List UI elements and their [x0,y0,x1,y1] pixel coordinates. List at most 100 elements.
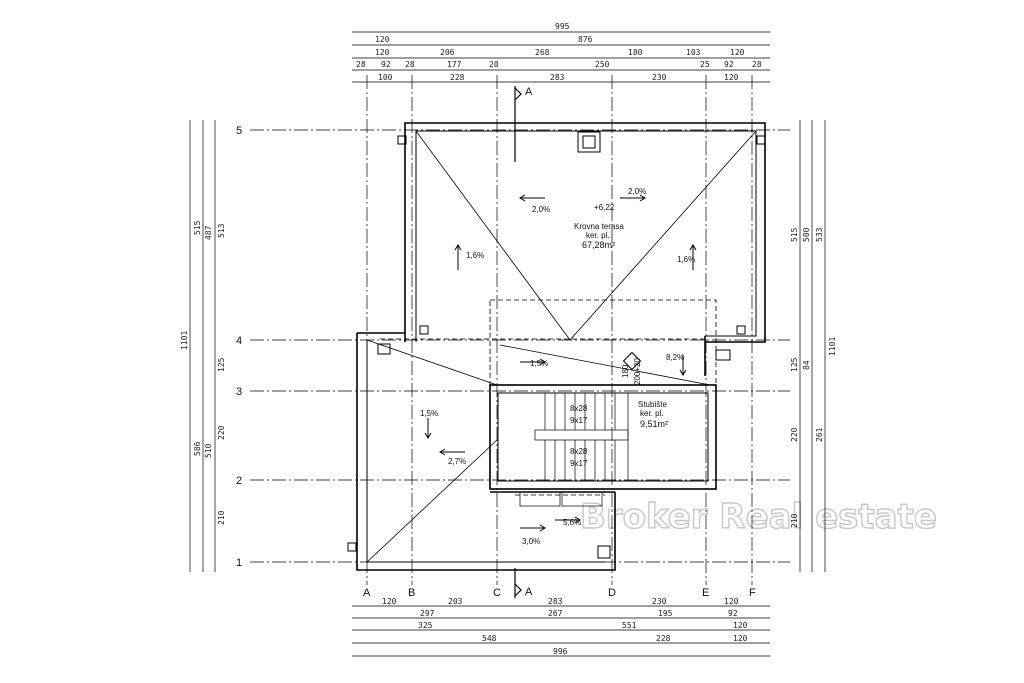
dim-text: 177 [447,60,462,69]
level-mark: +6,22 [594,203,615,212]
dim-text: 515 [193,220,202,235]
dim-text: 325 [418,621,433,630]
slope-label: 2,7% [448,457,466,466]
slope-arrows [424,194,697,532]
dim-text: 268 [535,48,550,57]
dim-text: 120 [733,634,748,643]
dim-text: 230 [652,73,667,82]
dim-text: 297 [420,609,435,618]
dim-text: 261 [815,427,824,442]
dim-text: 283 [550,73,565,82]
stair-label: 8x28 [570,447,588,456]
grid-col-label: D [608,587,616,599]
bottom-dimensions: 120 203 283 230 120 297 267 195 92 325 5… [382,597,748,656]
dim-text: 220 [217,425,226,440]
stair-label: 9x17 [570,459,588,468]
dim-text: 267 [548,609,563,618]
misc-label: 180 [621,364,630,378]
dim-text: 220 [790,427,799,442]
right-dimensions: 515 500 533 125 84 1101 220 261 210 [790,227,837,528]
stair-label: 8x28 [570,404,588,413]
slope-label: 8,2% [666,353,684,362]
room-floor: ker. pl. [586,231,610,240]
dim-text: 195 [658,609,673,618]
room-roof-terrace: +6,22 Krovna terasa ker. pl. 67,28m² [574,203,624,250]
dim-text: 120 [730,48,745,57]
dim-text: 510 [204,443,213,458]
room-floor: ker. pl. [640,409,664,418]
room-area: 9,51m² [640,419,668,429]
dim-text: 210 [217,510,226,525]
dim-text: 996 [553,647,568,656]
dim-text: 500 [802,227,811,242]
dim-text: 876 [578,35,593,44]
slope-label: 1,5% [530,359,548,368]
roof-hip-lines [366,130,757,563]
dim-text: 283 [548,597,563,606]
dim-text: 92 [724,60,734,69]
dim-text: 125 [217,357,226,372]
dim-text: 28 [752,60,762,69]
dim-text: 180 [628,48,643,57]
grid-row-label: 4 [236,335,242,347]
dim-text: 203 [448,597,463,606]
left-dimensions: 1101 515 487 513 125 586 510 220 210 [180,220,226,525]
dim-text: 92 [381,60,391,69]
stair-label: 9x17 [570,416,588,425]
dim-text: 586 [193,441,202,456]
grid-axes [250,75,790,585]
slope-label: 1,5% [420,409,438,418]
room-stairwell: Stubište ker. pl. 9,51m² [638,400,668,429]
slope-label: 5,6% [563,518,581,527]
top-dimensions: 995 120 876 120 206 268 180 103 120 28 9… [356,22,762,82]
grid-col-label: E [702,587,709,599]
grid-row-labels: 5 4 3 2 1 [236,125,242,569]
section-line [514,86,522,598]
dim-text: 120 [375,35,390,44]
dim-text: 513 [217,223,226,238]
dim-text: 230 [652,597,667,606]
room-name: Krovna terasa [574,222,624,231]
slope-label: 1,6% [677,255,695,264]
dim-text: 120 [733,621,748,630]
drain-details [347,131,766,559]
stair-labels: 8x28 9x17 8x28 9x17 [570,404,588,468]
dim-text: 206 [440,48,455,57]
grid-col-label: C [493,587,501,599]
dim-text: 1101 [828,337,837,356]
section-mark-bottom: A [525,586,533,598]
dim-text: 25 [700,60,710,69]
grid-col-label: F [749,587,756,599]
dim-text: 515 [790,227,799,242]
grid-col-label: B [408,587,415,599]
section-mark-top: A [525,86,533,98]
grid-row-label: 3 [236,386,242,398]
grid-row-label: 5 [236,125,242,137]
dim-text: 92 [728,609,738,618]
dim-text: 120 [724,73,739,82]
slope-label: 3,0% [522,537,540,546]
dim-text: 28 [356,60,366,69]
slope-label: 1,6% [466,251,484,260]
dim-text: 100 [378,73,393,82]
grid-row-label: 1 [236,557,242,569]
misc-label: 200+20 [633,358,642,385]
dim-text: 120 [724,597,739,606]
dashed-lines [380,299,717,496]
dim-text: 250 [595,60,610,69]
dim-text: 125 [790,357,799,372]
dim-text: 120 [382,597,397,606]
dim-text: 548 [482,634,497,643]
dim-text: 210 [790,513,799,528]
stair-flights [519,393,629,507]
room-name: Stubište [638,400,667,409]
dimension-lines [189,31,826,657]
dim-text: 533 [815,227,824,242]
watermark: Broker Real estate [580,497,937,537]
slope-label: 2,0% [532,205,550,214]
dim-text: 1101 [180,331,189,350]
slope-labels: 2,0% 2,0% 1,6% 1,6% 1,5% 8,2% 1,5% 2,7% … [420,187,695,546]
dim-text: 228 [450,73,465,82]
